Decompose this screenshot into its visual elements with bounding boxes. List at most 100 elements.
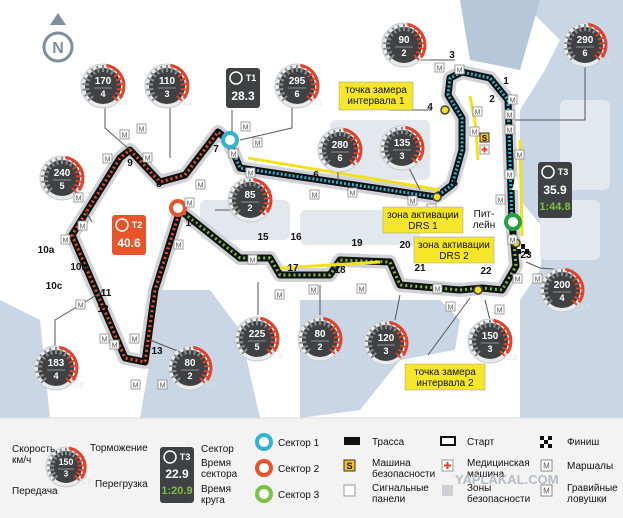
badge-label: T1 xyxy=(246,73,257,83)
marshal-box xyxy=(247,254,258,265)
gauge-gforce: 2.0 xyxy=(335,353,345,360)
gauge-gforce: -3.0 xyxy=(577,304,589,311)
gauge-tick xyxy=(473,326,480,333)
gauge-gforce: 2.0 xyxy=(419,59,429,66)
legend: 1503-1.0Скорость,км/чТорможениеПередачаП… xyxy=(12,433,618,506)
turn-number-19: 19 xyxy=(351,238,363,249)
gauge-tick xyxy=(237,330,245,335)
gauge-speed: 183 xyxy=(48,358,65,369)
gauge-tick xyxy=(321,155,329,161)
marshal-post: M xyxy=(504,169,515,180)
braking-arc xyxy=(388,320,409,357)
gauge-tick xyxy=(306,95,313,102)
marshal-post: M xyxy=(245,167,256,178)
marshal-letter: M xyxy=(507,128,513,135)
gauge-tick xyxy=(470,332,478,337)
legend-sector-marker xyxy=(255,433,273,451)
gauge-tick xyxy=(236,335,244,339)
gauge-speed: 225 xyxy=(249,329,266,340)
gauge-tick xyxy=(320,141,328,146)
marshal-box xyxy=(504,124,515,135)
gauge-tick xyxy=(299,340,307,345)
gauge-gforce: 2.7 xyxy=(118,100,128,107)
marshal-letter: M xyxy=(80,224,86,231)
gauge-gear: 6 xyxy=(294,89,299,99)
gauge-tick xyxy=(281,95,288,102)
marshal-post: M xyxy=(130,379,141,390)
braking-arc xyxy=(68,446,87,480)
turn-number-17: 17 xyxy=(287,263,299,274)
marshal-letter: M xyxy=(515,277,521,284)
gauge-body xyxy=(302,321,338,357)
marshal-letter: M xyxy=(176,243,182,250)
braking-arc xyxy=(64,155,85,192)
marshal-letter: M xyxy=(102,337,108,344)
marshal-post: M xyxy=(514,149,525,160)
gauge-tick xyxy=(51,474,59,482)
gauge-tick xyxy=(469,337,477,341)
marshal-post: M xyxy=(109,339,120,350)
marshal-box xyxy=(469,126,480,137)
legend-gear-label: Передача xyxy=(12,486,58,497)
legend-sector-box-sector-value: 22.9 xyxy=(165,467,189,481)
gauge-body xyxy=(44,160,80,196)
gauge-tick xyxy=(176,95,183,102)
legend-signal-panel-icon xyxy=(343,484,356,497)
marshal-post: M xyxy=(507,94,518,105)
marshal-box xyxy=(102,153,113,164)
marshal-box xyxy=(136,123,147,134)
marshal-letter: M xyxy=(132,337,138,344)
gauge-body xyxy=(384,130,420,166)
gauge-tick xyxy=(174,377,181,384)
turn-number-4: 4 xyxy=(427,102,433,113)
gauge-tick xyxy=(367,348,375,354)
marshal-letter: M xyxy=(510,98,516,105)
gauge-speed: 290 xyxy=(577,35,594,46)
gauge-tick xyxy=(82,87,90,92)
gauge-tick xyxy=(37,373,45,379)
braking-arc xyxy=(299,63,320,100)
gauge-body xyxy=(472,323,508,359)
legend-stopwatch-icon xyxy=(163,450,177,464)
gauge-gear: 5 xyxy=(254,342,259,352)
gauge-tick xyxy=(566,50,574,56)
gauge-gforce: -1.0 xyxy=(401,357,413,364)
gauge-tick xyxy=(230,191,238,196)
gauge-tick xyxy=(541,286,549,290)
marshal-post: M xyxy=(60,234,71,245)
marshal-letter: M xyxy=(198,183,204,190)
gauge-gear: 3 xyxy=(383,346,388,356)
legend-marshal-icon xyxy=(540,459,553,472)
gauge-tick xyxy=(391,26,398,34)
marshal-letter: M xyxy=(510,238,516,245)
legend-medical-cross xyxy=(444,462,451,469)
marshal-letter: M xyxy=(535,277,541,284)
gauge-tick xyxy=(369,328,376,335)
sector3-marker xyxy=(504,213,522,231)
gauge-tick xyxy=(43,349,50,357)
gauge-tick xyxy=(382,139,390,144)
gauge-tick xyxy=(151,95,158,102)
gauge-tick xyxy=(146,87,154,92)
legend-gravel-icon xyxy=(540,484,553,497)
marshal-post: M xyxy=(102,153,113,164)
marshal-letter: M xyxy=(145,156,151,163)
stopwatch-icon xyxy=(115,218,129,232)
gauge-speed: 80 xyxy=(185,358,196,369)
gauge-tick xyxy=(549,271,556,279)
gauge-tick xyxy=(477,322,484,330)
marshal-post: M xyxy=(309,189,320,200)
gauge-gear: 4 xyxy=(53,371,58,381)
gauge-tick xyxy=(48,347,53,355)
gauge-tick xyxy=(386,157,393,164)
gauge-tick xyxy=(565,36,573,41)
gauge-tick xyxy=(568,30,575,37)
